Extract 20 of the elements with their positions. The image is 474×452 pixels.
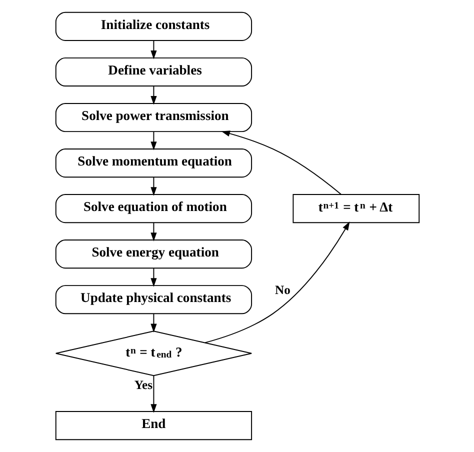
node-box: Solve energy equation [54, 240, 252, 269]
arrow [150, 268, 156, 287]
node-box: Initialize constants [54, 12, 252, 41]
arrow [150, 86, 156, 105]
arrow [150, 131, 156, 150]
edge-label: No [274, 283, 290, 298]
arrow [150, 176, 156, 196]
node-box: Solve equation of motion [54, 194, 252, 224]
arrow [220, 130, 341, 195]
arrow [150, 222, 156, 242]
arrow [150, 40, 156, 60]
arrow [150, 375, 156, 413]
node-box: End [54, 411, 252, 440]
node-box: Solve power transmission [54, 102, 252, 132]
arrow [204, 222, 350, 344]
node-box: Update physical constants [54, 285, 252, 314]
node-box: Define variables [54, 57, 252, 86]
node-box: Solve momentum equation [54, 148, 252, 178]
edge-label: Yes [134, 378, 152, 392]
arrow [150, 313, 156, 333]
